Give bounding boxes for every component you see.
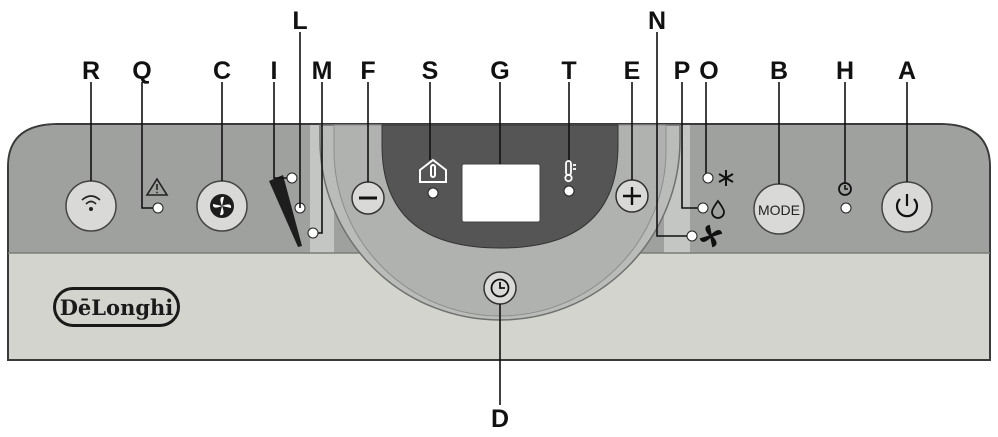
remote-sensor-button[interactable] — [65, 180, 117, 232]
snowflake-icon — [718, 170, 734, 186]
fan-high-led — [286, 172, 298, 184]
mode-button-label: MODE — [758, 202, 800, 218]
fan-level-wedge — [269, 175, 302, 247]
callout-m: M — [311, 57, 333, 85]
fan-mode-led — [686, 230, 698, 242]
callout-b: B — [769, 57, 789, 85]
plus-button[interactable] — [615, 179, 649, 213]
callout-h: H — [835, 57, 855, 85]
dehumidify-led — [697, 202, 709, 214]
warning-led — [152, 202, 164, 214]
callout-q: Q — [132, 57, 152, 85]
timer-button[interactable] — [483, 271, 517, 305]
minus-button[interactable] — [351, 181, 385, 215]
fan-low-led — [307, 227, 319, 239]
display-screen — [461, 163, 541, 223]
brand-logo: DēLonghi — [53, 287, 180, 327]
warning-icon — [145, 177, 169, 196]
callout-p: P — [673, 57, 691, 85]
callout-s: S — [421, 57, 439, 85]
callout-n: N — [647, 7, 667, 35]
callout-t: T — [561, 57, 577, 85]
cool-mode-led — [702, 172, 714, 184]
leader-lines — [90, 32, 908, 405]
callout-r: R — [81, 57, 101, 85]
callout-e: E — [623, 57, 641, 85]
brand-logo-text: DēLonghi — [59, 294, 174, 320]
callout-f: F — [360, 57, 376, 85]
callout-a: A — [897, 57, 917, 85]
callout-o: O — [699, 57, 719, 85]
callout-d: D — [490, 405, 510, 433]
thermometer-icon — [564, 160, 576, 183]
timer-led — [840, 202, 852, 214]
room-temp-led — [427, 187, 439, 199]
fan-speed-button[interactable] — [196, 180, 248, 232]
set-temp-led — [563, 185, 575, 197]
fan-mode-icon — [699, 224, 723, 248]
callout-c: C — [212, 57, 232, 85]
power-button[interactable] — [881, 181, 933, 233]
callout-i: I — [270, 57, 278, 85]
callout-g: G — [490, 57, 510, 85]
callout-l: L — [292, 7, 308, 35]
drop-icon — [711, 199, 725, 219]
room-temp-icon — [419, 158, 447, 183]
